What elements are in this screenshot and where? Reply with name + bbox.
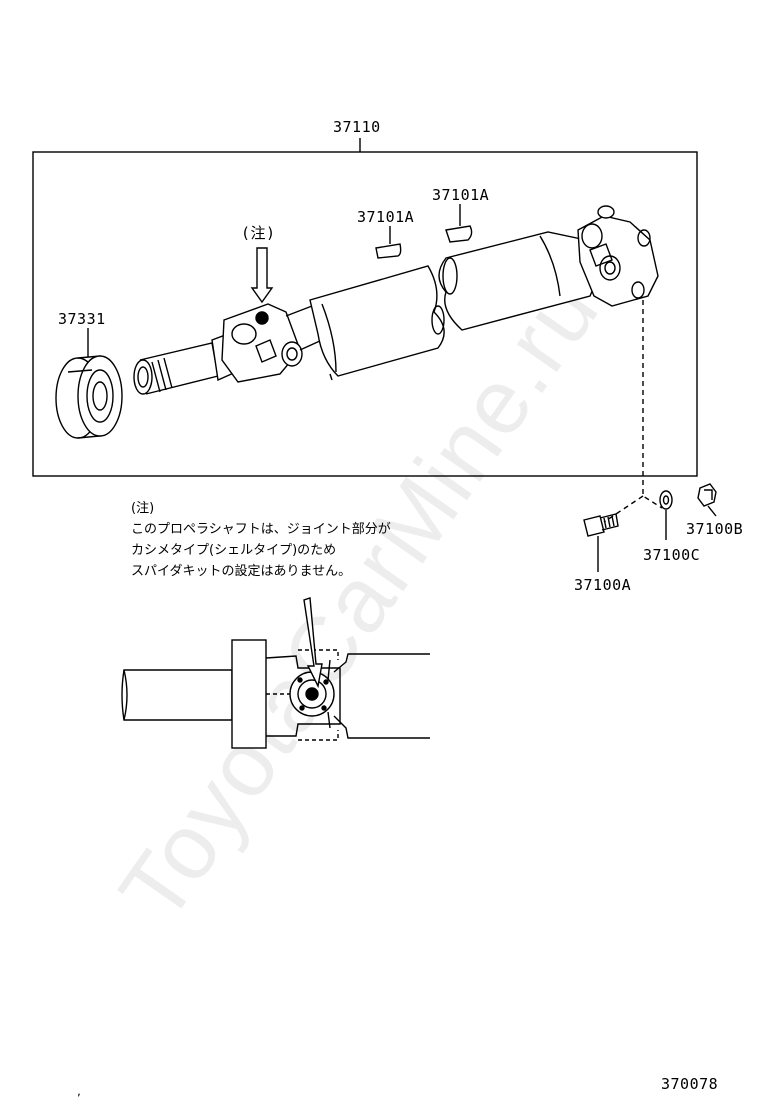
bolt-drawing [583, 513, 619, 537]
stray-mark: , [76, 1087, 83, 1098]
fastener-dashed-leader [603, 300, 663, 523]
diagram-id: 370078 [661, 1075, 719, 1093]
nut-drawing [697, 483, 717, 507]
detail-arrow-drawing [303, 597, 323, 689]
label-washer: 37100C [643, 546, 701, 564]
label-nut: 37100B [686, 520, 744, 538]
center-bearing-drawing [55, 355, 123, 439]
assembly-frame [32, 151, 698, 477]
rear-tube-drawing [438, 231, 598, 331]
washer-drawing [659, 490, 673, 510]
note-block: (注) このプロペラシャフトは、ジョイント部分が カシメタイプ(シェルタイプ)の… [131, 498, 391, 582]
front-joint-drawing [221, 303, 323, 383]
balance-weight-right [445, 225, 473, 243]
note-arrow-drawing [250, 247, 274, 304]
note-heading: (注) [131, 501, 155, 516]
detail-joint-drawing [121, 639, 430, 749]
note-line-3: スパイダキットの設定はありません。 [131, 564, 352, 579]
label-center-bearing: 37331 [58, 310, 106, 328]
label-assembly: 37110 [333, 118, 381, 136]
stub-shaft-drawing [133, 333, 237, 395]
front-tube-drawing [309, 265, 445, 381]
label-bolt: 37100A [574, 576, 632, 594]
label-weight-left: 37101A [357, 208, 415, 226]
balance-weight-left [375, 243, 402, 259]
label-weight-right: 37101A [432, 186, 490, 204]
rear-joint-drawing [577, 205, 659, 307]
note-line-1: このプロペラシャフトは、ジョイント部分が [131, 522, 391, 537]
note-line-2: カシメタイプ(シェルタイプ)のため [131, 543, 337, 558]
label-note-marker: (注) [241, 224, 276, 242]
nut-leader [707, 505, 717, 517]
